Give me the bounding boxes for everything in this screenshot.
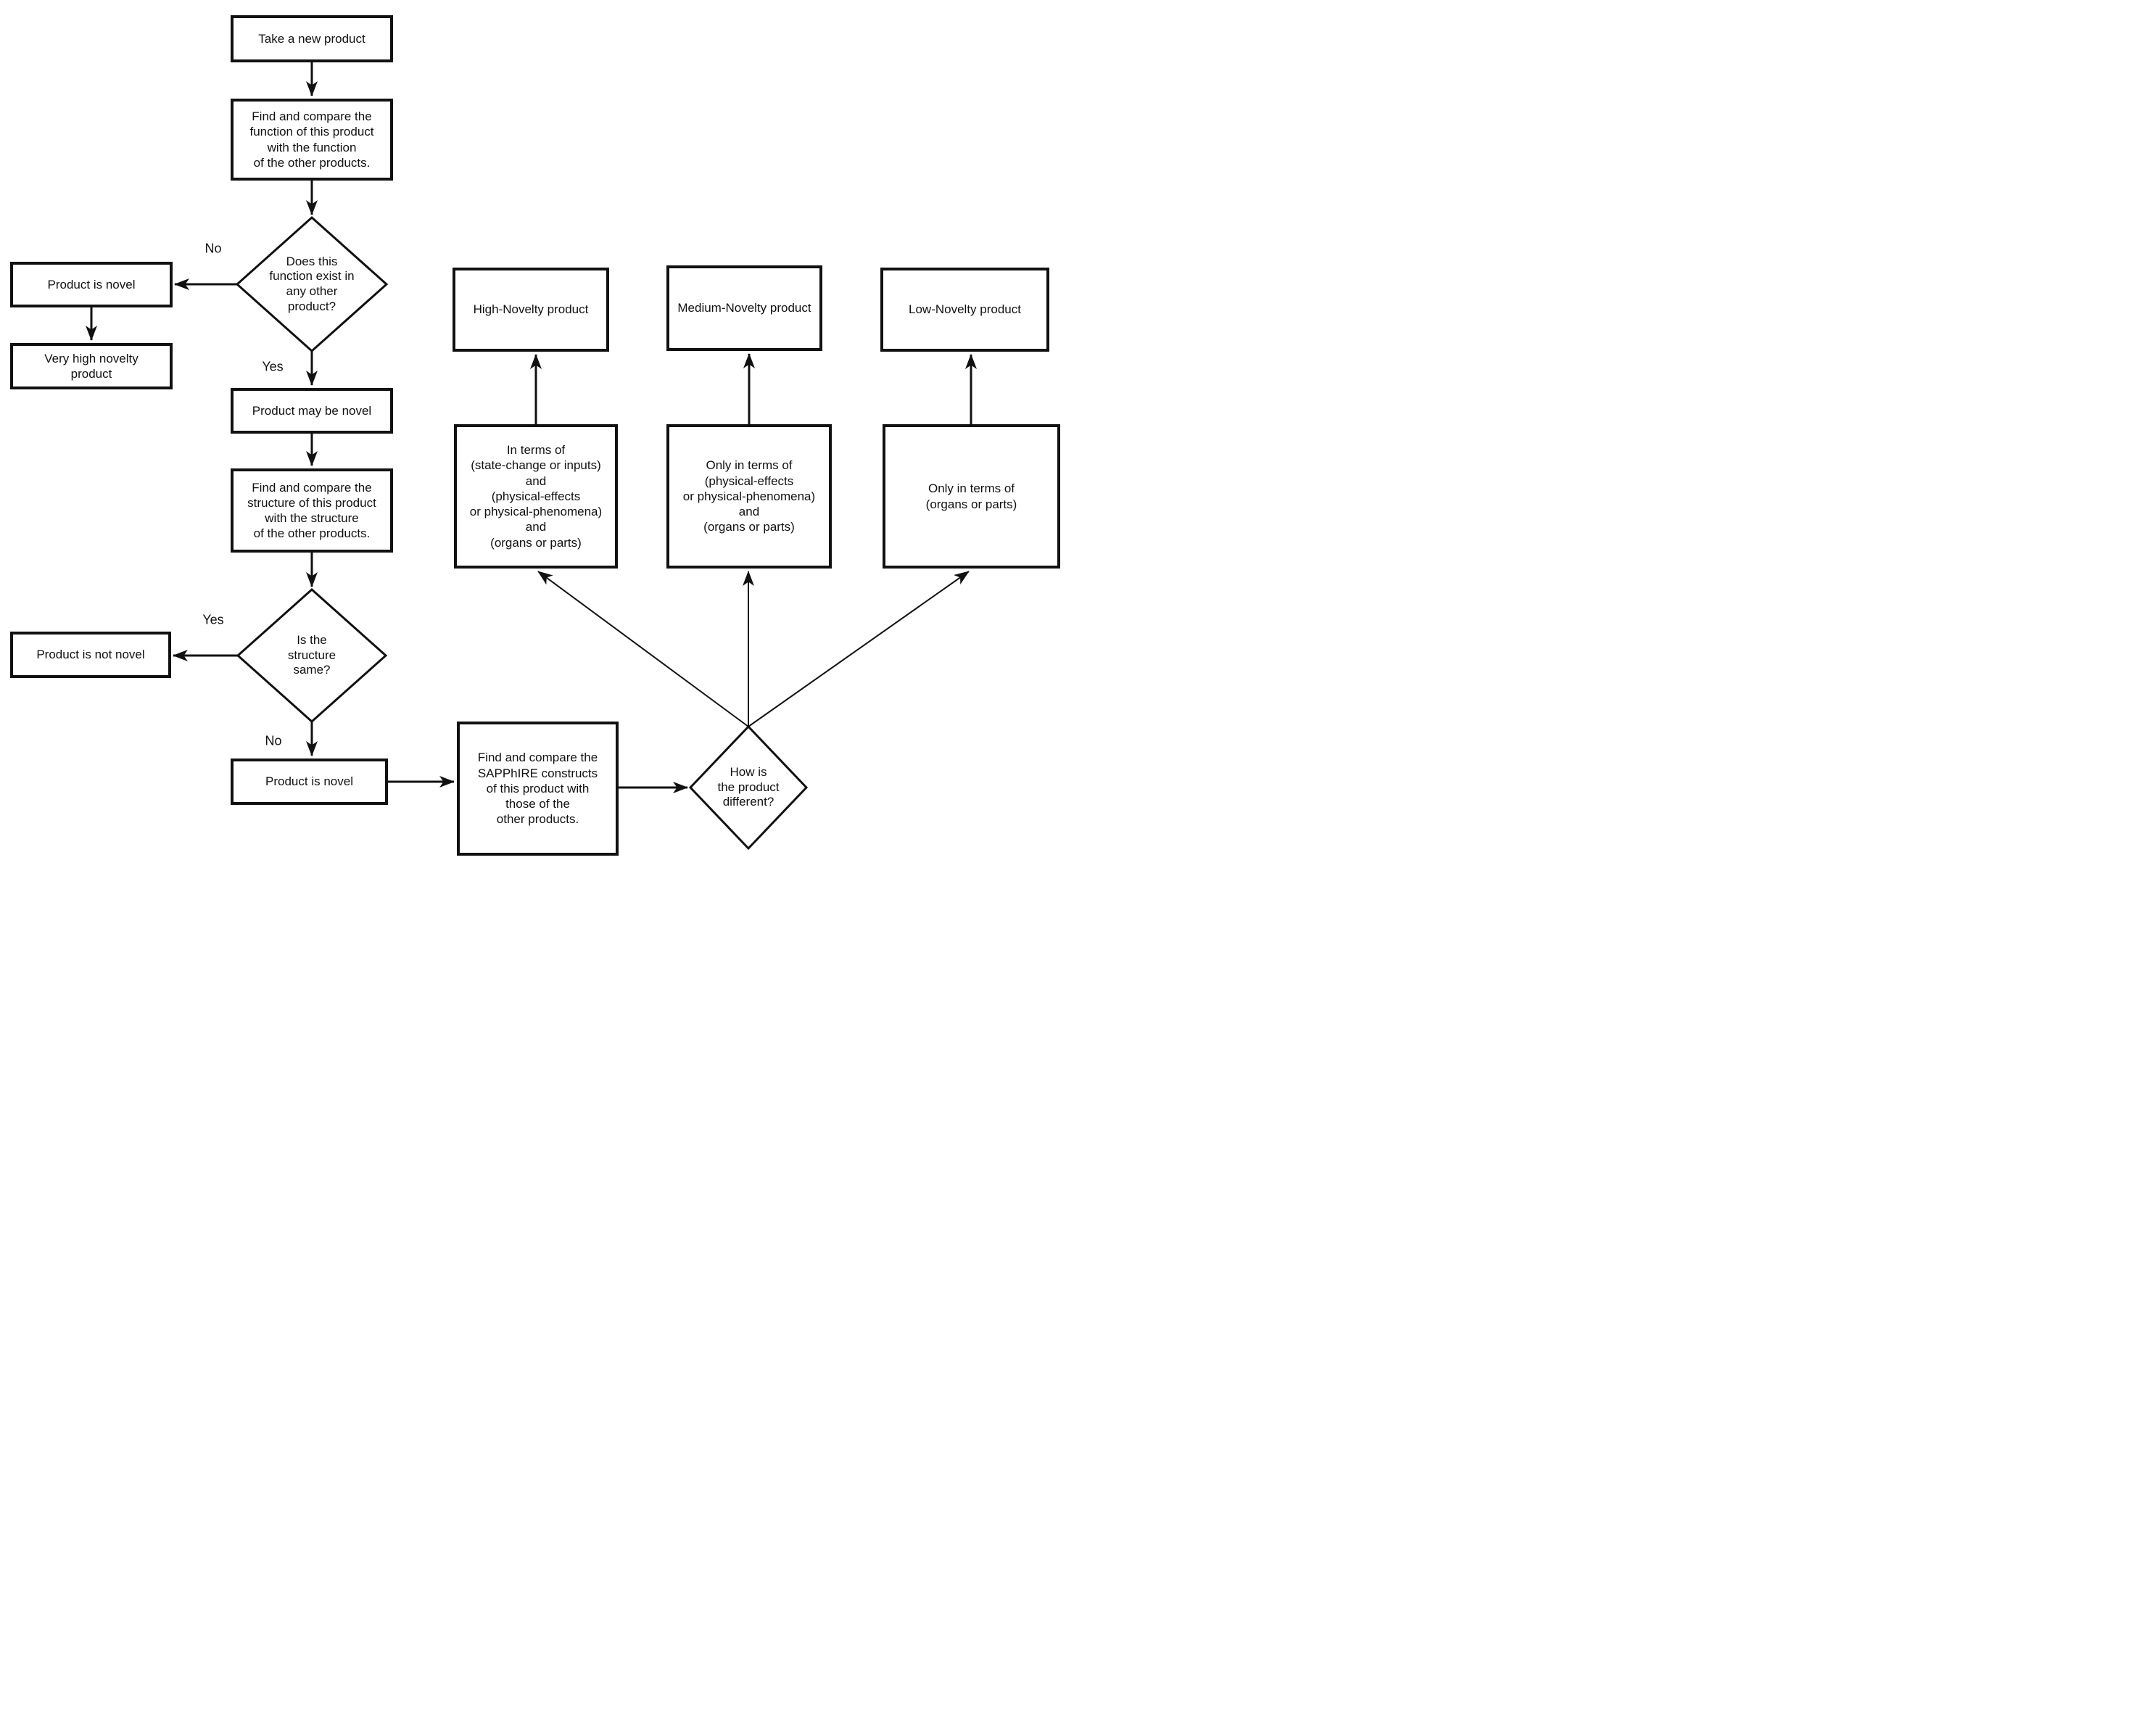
arrow-different-to-terms-organs: [748, 571, 970, 727]
decision-how-different-label: How is the product different?: [717, 764, 780, 809]
node-product-is-novel-bottom: Product is novel: [231, 759, 388, 805]
edge-label-function-no: No: [205, 241, 222, 256]
edge-label-function-yes: Yes: [262, 359, 284, 374]
flowchart-canvas: Take a new product Find and compare the …: [0, 0, 1070, 868]
arrow-different-to-terms-state-change: [537, 571, 749, 727]
decision-function-exists-label: Does this function exist in any other pr…: [269, 254, 355, 313]
node-terms-state-change: In terms of (state-change or inputs) and…: [454, 424, 618, 569]
flowchart-connectors: [86, 62, 977, 851]
node-product-is-novel-left: Product is novel: [10, 262, 173, 307]
node-find-compare-sapphire: Find and compare the SAPPhIRE constructs…: [457, 722, 619, 856]
node-terms-physical: Only in terms of (physical-effects or ph…: [666, 424, 832, 569]
edge-label-structure-yes: Yes: [202, 612, 224, 627]
node-product-may-be-novel: Product may be novel: [231, 388, 393, 434]
node-find-compare-structure: Find and compare the structure of this p…: [231, 468, 393, 553]
node-find-compare-function: Find and compare the function of this pr…: [231, 99, 393, 181]
decision-how-different-shape: [688, 724, 809, 851]
node-take-new-product: Take a new product: [231, 15, 393, 62]
node-terms-organs: Only in terms of (organs or parts): [883, 424, 1060, 569]
node-medium-novelty: Medium-Novelty product: [666, 265, 822, 351]
decision-structure-same-label: Is the structure same?: [287, 632, 336, 677]
node-very-high-novelty: Very high novelty product: [10, 343, 173, 389]
edge-label-structure-no: No: [265, 733, 282, 748]
node-high-novelty: High-Novelty product: [453, 268, 609, 352]
node-product-is-not-novel: Product is not novel: [10, 632, 171, 678]
node-low-novelty: Low-Novelty product: [880, 268, 1049, 352]
